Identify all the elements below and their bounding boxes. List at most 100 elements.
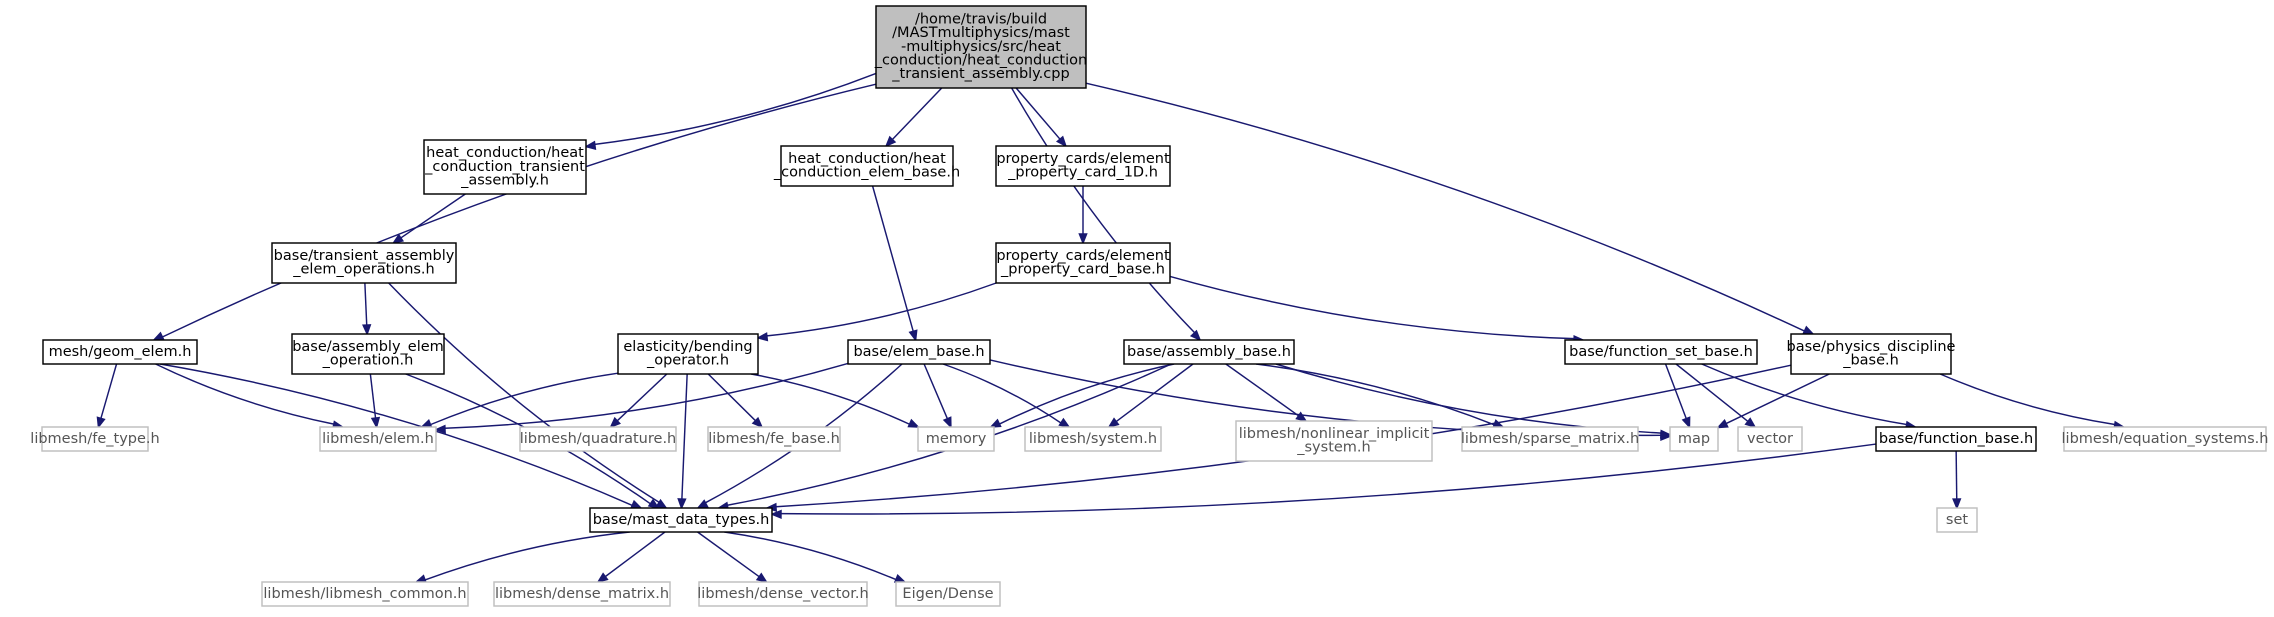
node-box [995, 242, 1171, 284]
edge-line [159, 363, 633, 507]
edge-line [1664, 363, 1687, 419]
edge-bending_operator_h-to-quadrature_h [609, 373, 668, 429]
node-label: property_cards/element [996, 248, 1170, 264]
node-label: libmesh/sparse_matrix.h [1461, 431, 1639, 447]
node-property_card_base_h[interactable]: property_cards/element_property_card_bas… [995, 242, 1171, 284]
edge-arrowhead [362, 324, 372, 336]
node-label: elasticity/bending [623, 339, 752, 355]
node-elem_base_h[interactable]: base/elem_base.h [847, 339, 991, 365]
edge-line [707, 373, 756, 422]
node-box [617, 333, 759, 375]
node-fe_base_h: libmesh/fe_base.h [707, 426, 841, 452]
node-label: libmesh/equation_systems.h [2062, 431, 2269, 447]
node-quadrature_h: libmesh/quadrature.h [519, 426, 677, 452]
node-label: libmesh/system.h [1029, 431, 1157, 447]
edge-arrowhead [1744, 417, 1757, 429]
edge-line [750, 373, 910, 425]
node-label: libmesh/nonlinear_implicit [1239, 426, 1430, 442]
node-function_set_base_h[interactable]: base/function_set_base.h [1564, 339, 1758, 365]
node-geom_elem_h[interactable]: mesh/geom_elem.h [42, 339, 198, 365]
node-label: _transient_assembly.cpp [891, 66, 1069, 82]
edge-function_set_base_h-to-vector [1675, 363, 1757, 429]
edge-line [697, 531, 760, 578]
edge-bending_operator_h-to-mast_data_types_h [677, 373, 688, 510]
node-box [589, 507, 773, 533]
edge-root-to-geom_elem_h [152, 83, 877, 341]
node-label: _base.h [1842, 353, 1899, 369]
node-physics_discipline_base_h[interactable]: base/physics_discipline_base.h [1787, 333, 1956, 375]
node-label: _property_card_1D.h [1007, 165, 1158, 181]
edge-arrowhead [989, 418, 1002, 428]
node-root[interactable]: /home/travis/build/MASTmultiphysics/mast… [874, 5, 1087, 89]
node-label: map [1678, 431, 1710, 447]
node-label: _property_card_base.h [1000, 262, 1165, 278]
edge-assembly_base_h-to-nonlinear_implicit_system_h [1225, 363, 1308, 423]
node-label: heat_conduction/heat [426, 145, 584, 161]
edge-line [1675, 363, 1749, 422]
node-bending_operator_h[interactable]: elasticity/bending_operator.h [617, 333, 759, 375]
edge-function_base_h-to-set [1952, 450, 1962, 510]
edge-root-to-physics_discipline_base_h [1085, 82, 1815, 335]
edge-physics_discipline_base_h-to-map [1716, 373, 1830, 429]
node-label: libmesh/elem.h [322, 431, 434, 447]
edge-root-to-assembly_base_h [1011, 87, 1202, 342]
edge-line [1011, 87, 1196, 334]
edge-line [724, 531, 897, 581]
edge-arrowhead [1660, 429, 1672, 439]
node-label: base/physics_discipline [1787, 339, 1956, 355]
node-heat_transient_assembly_h[interactable]: heat_conduction/heat_conduction_transien… [423, 139, 587, 195]
node-box [1936, 507, 1978, 533]
node-transient_assembly_elem_operations_h[interactable]: base/transient_assembly_elem_operations.… [271, 242, 457, 284]
node-label: /home/travis/build [915, 12, 1047, 28]
node-system_h: libmesh/system.h [1024, 426, 1162, 452]
edge-arrowhead [630, 499, 643, 509]
node-heat_elem_base_h[interactable]: heat_conduction/heat_conduction_elem_bas… [773, 145, 960, 187]
edge-arrowhead [1716, 419, 1729, 429]
node-mast_data_types_h[interactable]: base/mast_data_types.h [589, 507, 773, 533]
edge-bending_operator_h-to-memory [750, 373, 920, 428]
edge-line [1085, 82, 1805, 332]
node-assembly_base_h[interactable]: base/assembly_base.h [1123, 339, 1295, 365]
file-nodes: /home/travis/build/MASTmultiphysics/mast… [30, 5, 2269, 607]
edge-line [766, 282, 997, 337]
node-box [319, 426, 437, 452]
node-property_card_1D_h[interactable]: property_cards/element_property_card_1D.… [995, 145, 1171, 187]
node-dense_vector_h: libmesh/dense_vector.h [697, 581, 869, 607]
node-label: _operation.h [322, 353, 414, 369]
node-label: base/mast_data_types.h [593, 512, 770, 528]
edge-line [388, 282, 660, 503]
edge-line [923, 363, 949, 420]
node-label: libmesh/dense_matrix.h [495, 586, 669, 602]
edge-heat_elem_base_h-to-elem_base_h [871, 185, 918, 342]
node-box [1123, 339, 1295, 365]
node-box [41, 426, 149, 452]
node-label: _system.h [1296, 440, 1370, 456]
node-sparse_matrix_h: libmesh/sparse_matrix.h [1461, 426, 1639, 452]
edge-arrowhead [884, 135, 897, 148]
node-assembly_elem_operation_h[interactable]: base/assembly_elem_operation.h [291, 333, 445, 375]
edge-function_set_base_h-to-map [1664, 363, 1691, 429]
node-box [1875, 426, 2037, 452]
edge-line [369, 373, 377, 419]
node-function_base_h[interactable]: base/function_base.h [1875, 426, 2037, 452]
node-nonlinear_implicit_system_h: libmesh/nonlinear_implicit_system.h [1235, 420, 1433, 462]
edge-mast_data_types_h-to-eigen_dense [724, 531, 907, 583]
edge-assembly_base_h-to-system_h [1107, 363, 1194, 429]
node-box [875, 5, 1087, 89]
edge-bending_operator_h-to-elem_h [419, 372, 619, 428]
edge-arrowhead [1189, 329, 1202, 342]
node-dense_matrix_h: libmesh/dense_matrix.h [493, 581, 671, 607]
edge-arrowhead [756, 332, 769, 342]
node-box [423, 139, 587, 195]
edge-mast_data_types_h-to-dense_vector_h [697, 531, 769, 584]
node-label: mesh/geom_elem.h [49, 344, 192, 360]
edge-arrowhead [609, 416, 621, 429]
edge-bending_operator_h-to-fe_base_h [707, 373, 764, 429]
node-box [1461, 426, 1639, 452]
edge-line [1255, 363, 1495, 426]
node-vector: vector [1737, 426, 1803, 452]
node-box [271, 242, 457, 284]
edge-property_card_1D_h-to-property_card_base_h [1078, 185, 1088, 245]
edge-heat_transient_assembly_h-to-transient_assembly_elem_operations_h [391, 193, 466, 245]
